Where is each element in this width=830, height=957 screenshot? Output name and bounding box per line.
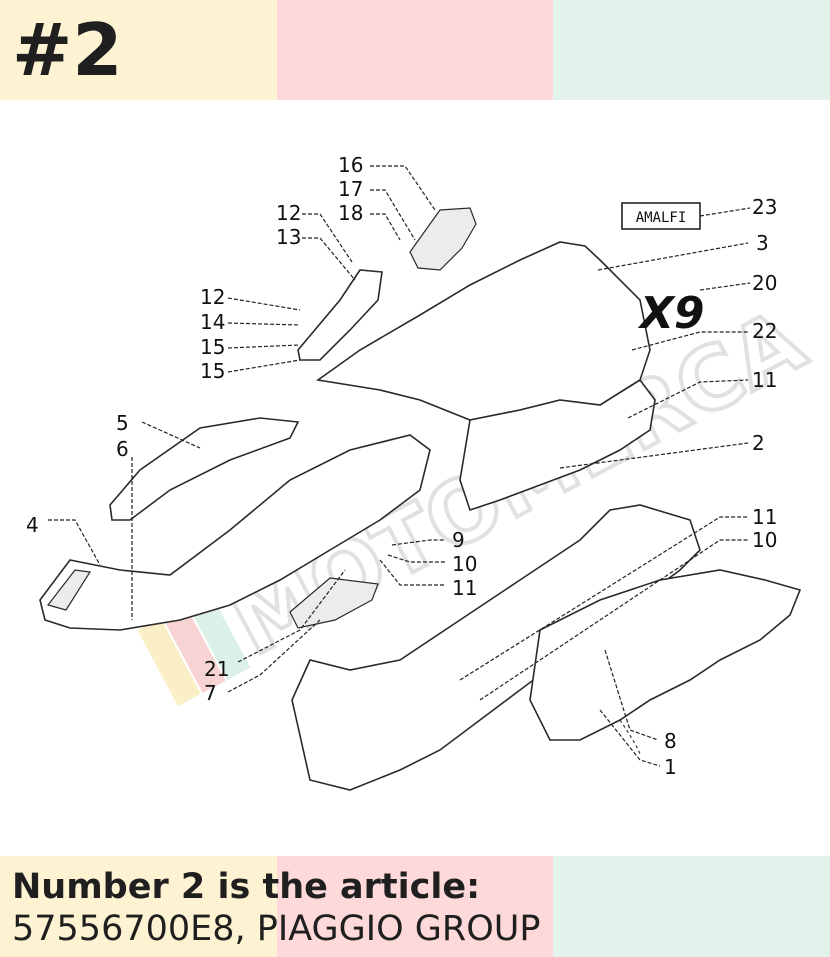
callout-12-a: 12 — [276, 201, 301, 225]
part-4-footboard — [39, 434, 431, 631]
leader-19 — [370, 213, 401, 241]
part-23-badge: AMALFI — [621, 202, 701, 230]
footer-band-pink — [277, 856, 553, 957]
callout-11-a: 11 — [752, 368, 777, 392]
leader-11a — [627, 379, 749, 419]
watermark-stripe-pink — [162, 604, 226, 694]
callout-23: 23 — [752, 195, 777, 219]
caption-title: Number 2 is the article: — [12, 867, 481, 907]
part-3-rear-cover — [315, 241, 651, 421]
leader-23 — [699, 207, 751, 217]
callout-8: 8 — [664, 729, 677, 753]
article-caption: Number 2 is the article: 57556700E8, PIA… — [12, 866, 541, 950]
callout-6: 6 — [116, 437, 129, 461]
leader-7 — [227, 619, 321, 693]
callout-11-b: 11 — [452, 576, 477, 600]
callout-22: 22 — [752, 319, 777, 343]
callout-4: 4 — [26, 513, 39, 537]
callout-12-b: 12 — [200, 285, 225, 309]
band-pink — [277, 0, 553, 100]
part-7-bracket — [289, 577, 379, 629]
leader-18 — [370, 189, 416, 241]
leader-21 — [237, 569, 346, 663]
leader-14 — [227, 322, 301, 326]
leader-15 — [227, 359, 301, 373]
part-2-lower-cover — [459, 378, 656, 512]
callout-10-b: 10 — [752, 528, 777, 552]
badge-text: AMALFI — [636, 210, 687, 226]
part-1-right-section — [529, 569, 802, 741]
callout-2: 2 — [752, 431, 765, 455]
item-number: #2 — [12, 8, 123, 92]
leader-10b — [479, 539, 748, 701]
leader-12b — [227, 297, 301, 311]
callout-11-c: 11 — [752, 505, 777, 529]
callout-19: 18 — [338, 201, 363, 225]
footer-band-mint — [553, 856, 830, 957]
callout-18: 17 — [338, 177, 363, 201]
part-15-support — [297, 269, 383, 361]
leader-1 — [599, 709, 661, 767]
callout-17: 16 — [338, 153, 363, 177]
band-yellow — [0, 0, 277, 100]
leader-20 — [699, 282, 751, 291]
callout-14: 14 — [200, 310, 225, 334]
leader-11c — [459, 516, 748, 681]
part-1-rear-curve — [619, 719, 641, 756]
header-band — [0, 0, 830, 100]
leader-5 — [141, 421, 201, 449]
leader-17 — [370, 165, 436, 211]
callout-16: 15 — [200, 335, 225, 359]
part-20-logo: X9 — [637, 288, 705, 339]
callout-21: 21 — [204, 657, 229, 681]
callout-10-a: 10 — [452, 552, 477, 576]
part-4-lip — [46, 569, 92, 611]
callout-3: 3 — [756, 231, 769, 255]
footer-band-yellow — [0, 856, 277, 957]
leader-8 — [604, 649, 659, 741]
callout-5: 5 — [116, 411, 129, 435]
leader-9 — [391, 539, 445, 546]
callout-1: 1 — [664, 755, 677, 779]
callout-9: 9 — [452, 528, 465, 552]
leader-10a — [387, 554, 445, 563]
leader-22 — [631, 331, 748, 351]
leader-4 — [48, 519, 101, 566]
leader-2 — [559, 442, 749, 469]
callout-13: 13 — [276, 225, 301, 249]
callout-7: 7 — [204, 681, 217, 705]
watermark-stripe-yellow — [137, 618, 201, 707]
callout-20: 20 — [752, 271, 777, 295]
leader-16 — [227, 344, 301, 349]
callout-15: 15 — [200, 359, 225, 383]
footer-band — [0, 856, 830, 957]
leader-12a — [302, 213, 353, 263]
leader-11b — [379, 559, 445, 586]
part-17-latch — [409, 207, 477, 271]
leader-13 — [302, 237, 356, 281]
band-mint — [553, 0, 830, 100]
part-5-trim — [109, 417, 300, 521]
leader-3 — [597, 242, 749, 271]
caption-article-code: 57556700E8, PIAGGIO GROUP — [12, 909, 541, 949]
parts-diagram: MOTOMERCA AMALFI X9 — [26, 153, 823, 791]
